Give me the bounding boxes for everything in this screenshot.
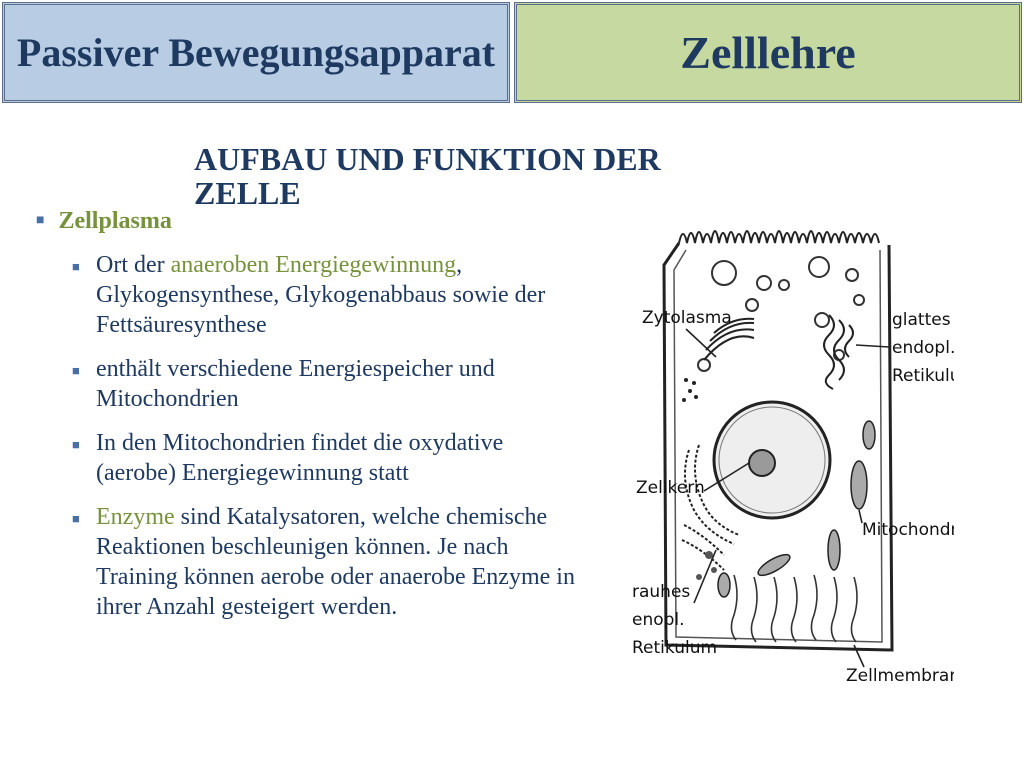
- granules: [696, 551, 717, 580]
- header-right-box: Zelllehre: [514, 2, 1022, 103]
- nucleus: [712, 400, 832, 520]
- square-bullet-icon: ■: [72, 363, 80, 378]
- label-rauhes-1: rauhes: [632, 582, 690, 602]
- golgi-apparatus: [703, 317, 755, 361]
- highlighted-term: Enzyme: [96, 504, 175, 530]
- pointer-lines: [685, 328, 890, 668]
- highlighted-term: anaeroben Energiegewinnung: [170, 252, 457, 278]
- label-glattes-1: glattes: [892, 310, 951, 330]
- bullet-item: ■ Ort der anaeroben Energiegewinnung, Gly…: [72, 250, 582, 340]
- bullet-text: sind Katalysatoren, welche chemische Rea…: [96, 504, 575, 620]
- section-heading: AUFBAU UND FUNKTION DER ZELLE: [194, 141, 661, 211]
- basal-striations: [730, 574, 858, 643]
- label-mitochondrien: Mitochondrien: [862, 520, 954, 540]
- square-bullet-icon: ■: [36, 213, 45, 228]
- microvilli: [678, 230, 880, 244]
- square-bullet-icon: ■: [72, 437, 80, 452]
- cell-membrane-inner: [673, 249, 883, 643]
- bullet-list: ■ Ort der anaeroben Energiegewinnung, Gly…: [72, 250, 582, 636]
- level1-item: ■ Zellplasma: [36, 208, 172, 235]
- smooth-er: [823, 314, 854, 390]
- header-right-title: Zelllehre: [680, 27, 856, 78]
- bullet-item: ■ Enzyme sind Katalysatoren, welche chemi…: [72, 502, 582, 622]
- label-glattes-2: endopl.: [892, 338, 954, 358]
- mitochondria: [717, 420, 876, 598]
- bullet-text: In den Mitochondrien findet die oxydativ…: [96, 430, 504, 486]
- bullet-item: ■ In den Mitochondrien findet die oxydati…: [72, 428, 582, 488]
- label-zellkern: Zellkern: [636, 478, 705, 498]
- label-zellmembran: Zellmembran: [846, 666, 954, 686]
- bullet-text: , Glykogensynthese, Glykogenabbaus sowie…: [96, 252, 546, 338]
- label-rauhes-2: enopl.: [632, 610, 685, 630]
- cell-membrane: [662, 242, 894, 652]
- bullet-item: ■ enthält verschiedene Energiespeicher un…: [72, 354, 582, 414]
- cell-diagram: Zytolasma glattes endopl. Retikulum Zell…: [632, 230, 954, 686]
- square-bullet-icon: ■: [72, 259, 80, 274]
- vesicles: [697, 256, 865, 372]
- label-rauhes-3: Retikulum: [632, 638, 717, 658]
- level1-label: Zellplasma: [58, 208, 172, 234]
- rough-er: [681, 444, 740, 571]
- bullet-text: enthält verschiedene Energiespeicher und…: [96, 356, 495, 412]
- square-bullet-icon: ■: [72, 511, 80, 526]
- bullet-text: Ort der: [96, 252, 171, 278]
- ribosomes: [682, 378, 698, 402]
- label-glattes-3: Retikulum: [892, 366, 954, 386]
- header-left-box: Passiver Bewegungsapparat: [2, 2, 510, 103]
- label-zytolasma: Zytolasma: [642, 308, 732, 328]
- header-left-title: Passiver Bewegungsapparat: [16, 29, 496, 75]
